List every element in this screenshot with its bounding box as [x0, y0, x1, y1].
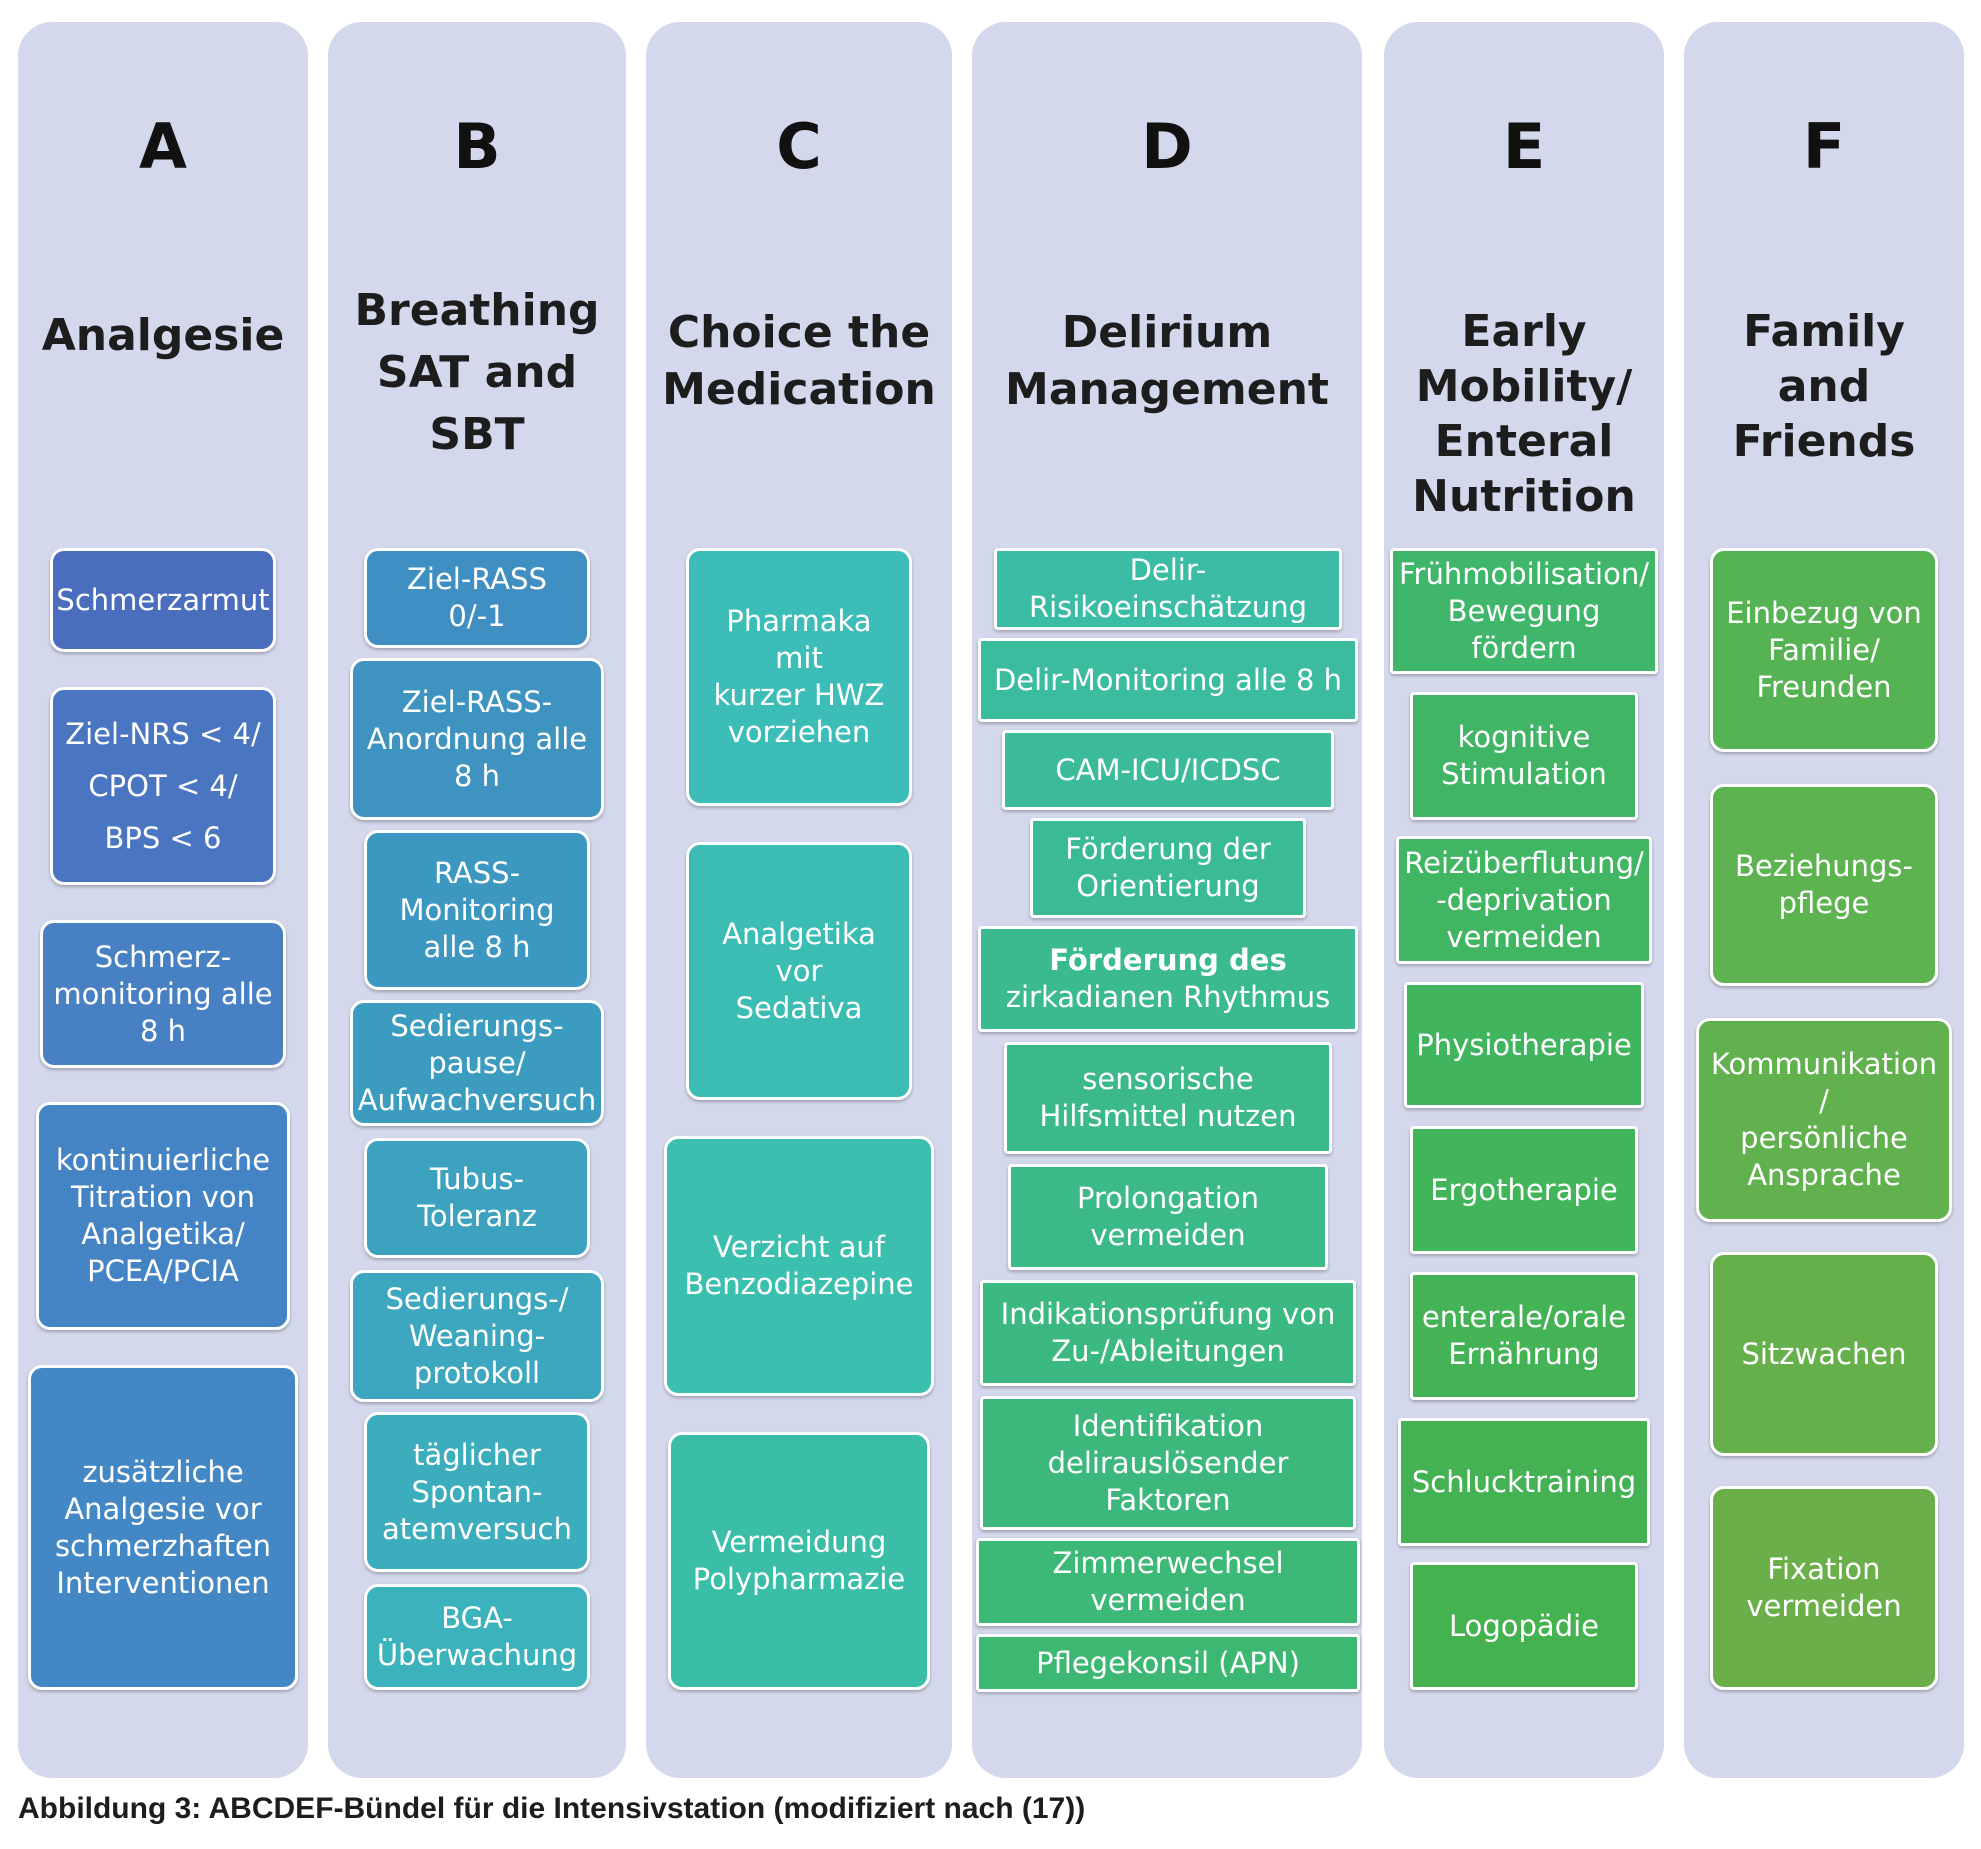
column-letter: D: [1141, 110, 1193, 183]
item-bga-ueberwachung: BGA- Überwachung: [364, 1584, 590, 1690]
column-title: Analgesie: [41, 310, 285, 361]
column-letter: F: [1802, 110, 1846, 183]
column-letter: C: [776, 110, 822, 183]
column-title: Family and Friends: [1732, 306, 1916, 467]
item-zirkadianer-rhythmus: Förderung des zirkadianen Rhythmus: [978, 926, 1358, 1032]
item-zusaetzliche-analgesie: zusätzliche Analgesie vor schmerzhaften …: [28, 1365, 298, 1690]
item-pharmaka-hwz: Pharmaka mit kurzer HWZ vorziehen: [686, 548, 912, 806]
item-rass-monitoring: RASS- Monitoring alle 8 h: [364, 830, 590, 990]
item-reizueberflutung: Reizüberflutung/ -deprivation vermeiden: [1396, 836, 1652, 964]
column-letter: B: [453, 110, 501, 183]
item-kommunikation: Kommunikation / persönliche Ansprache: [1696, 1018, 1952, 1222]
item-schmerzmonitoring: Schmerz- monitoring alle 8 h: [40, 920, 286, 1068]
item-sensorische-hilfsmittel: sensorische Hilfsmittel nutzen: [1004, 1042, 1332, 1154]
item-ziel-rass: Ziel-RASS 0/-1: [364, 548, 590, 648]
item-weaning-protokoll: Sedierungs-/ Weaning- protokoll: [350, 1270, 604, 1402]
column-letter: E: [1502, 110, 1546, 183]
item-delir-monitoring: Delir-Monitoring alle 8 h: [978, 638, 1358, 722]
item-foerderung-orientierung: Förderung der Orientierung: [1030, 818, 1306, 918]
item-spontanatemversuch: täglicher Spontan- atemversuch: [364, 1412, 590, 1572]
item-vermeidung-polypharmazie: Vermeidung Polypharmazie: [668, 1432, 930, 1690]
column-title: Breathing SAT and SBT: [354, 285, 600, 460]
item-schmerzarmut: Schmerzarmut: [50, 548, 276, 652]
item-identifikation: Identifikation delirauslösender Faktoren: [980, 1396, 1356, 1530]
item-zirkadian-bold: Förderung des: [1049, 943, 1287, 977]
column-title: Choice the Medication: [662, 307, 936, 415]
item-indikationspruefung: Indikationsprüfung von Zu-/Ableitungen: [980, 1280, 1356, 1386]
item-tubus-toleranz: Tubus- Toleranz: [364, 1138, 590, 1258]
item-ergotherapie: Ergotherapie: [1410, 1126, 1638, 1254]
item-cam-icu: CAM-ICU/ICDSC: [1002, 730, 1334, 810]
item-beziehungspflege: Beziehungs- pflege: [1710, 784, 1938, 986]
item-sedierungspause: Sedierungs- pause/ Aufwachversuch: [350, 1000, 604, 1126]
item-zirkadian-normal: zirkadianen Rhythmus: [1005, 980, 1331, 1014]
item-logopaedie: Logopädie: [1410, 1562, 1638, 1690]
item-fruehmobilisation: Frühmobilisation/ Bewegung fördern: [1390, 548, 1658, 674]
item-verzicht-benzodiazepine: Verzicht auf Benzodiazepine: [664, 1136, 934, 1396]
column-title: Delirium Management: [1005, 307, 1329, 415]
item-ziel-rass-anordnung: Ziel-RASS- Anordnung alle 8 h: [350, 658, 604, 820]
item-titration: kontinuierliche Titration von Analgetika…: [36, 1102, 290, 1330]
item-zimmerwechsel: Zimmerwechsel vermeiden: [976, 1538, 1360, 1626]
item-kognitive-stimulation: kognitive Stimulation: [1410, 692, 1638, 820]
column-letter: A: [139, 110, 187, 183]
item-sitzwachen: Sitzwachen: [1710, 1252, 1938, 1456]
item-einbezug-familie: Einbezug von Familie/ Freunden: [1710, 548, 1938, 752]
item-enterale-ernaehrung: enterale/orale Ernährung: [1410, 1272, 1638, 1400]
item-analgetika-vor-sedativa: Analgetika vor Sedativa: [686, 842, 912, 1100]
item-delir-risiko: Delir- Risikoeinschätzung: [994, 548, 1342, 630]
item-prolongation: Prolongation vermeiden: [1008, 1164, 1328, 1270]
item-pflegekonsil: Pflegekonsil (APN): [976, 1634, 1360, 1692]
column-title: Early Mobility/ Enteral Nutrition: [1412, 306, 1636, 522]
item-physiotherapie: Physiotherapie: [1404, 982, 1644, 1108]
item-fixation-vermeiden: Fixation vermeiden: [1710, 1486, 1938, 1690]
item-schlucktraining: Schlucktraining: [1398, 1418, 1650, 1546]
item-ziel-nrs: Ziel-NRS < 4/ CPOT < 4/ BPS < 6: [50, 687, 276, 885]
figure-caption: Abbildung 3: ABCDEF-Bündel für die Inten…: [18, 1792, 1086, 1825]
